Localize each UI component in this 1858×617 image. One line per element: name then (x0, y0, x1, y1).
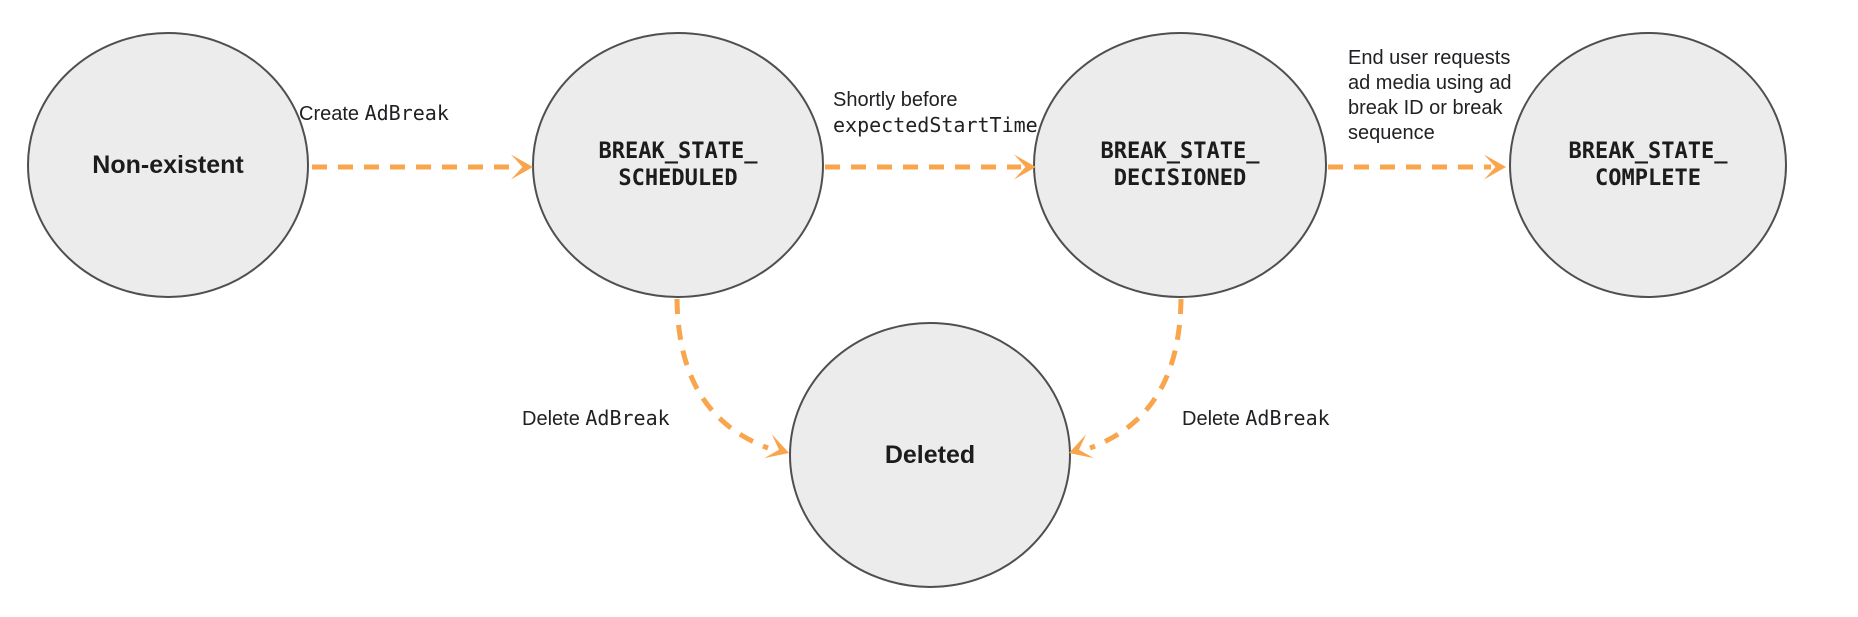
state-label-break-state-decisioned: BREAK_STATE_ DECISIONED (1100, 139, 1260, 191)
edge-label-text: Shortly before (833, 89, 958, 111)
arrowhead-icon (511, 154, 533, 180)
edge-label-text: Delete (522, 408, 586, 430)
state-circle-break-state-scheduled (532, 32, 824, 298)
edge-label-text: AdBreak (1245, 406, 1330, 430)
edge-delete-adbreak-from-decisioned (1089, 298, 1184, 451)
edge-label-text: AdBreak (585, 406, 670, 430)
edge-label-text: AdBreak (364, 101, 449, 125)
state-label-break-state-scheduled: BREAK_STATE_ SCHEDULED (598, 139, 758, 191)
state-label-break-state-complete: BREAK_STATE_ COMPLETE (1568, 139, 1728, 191)
state-label-non-existent: Non-existent (92, 151, 244, 179)
edge-label-text: expectedStartTime (833, 113, 1038, 137)
edge-label-line: break ID or break (1348, 96, 1511, 121)
arrowhead-icon (1014, 154, 1036, 180)
arrowhead-icon (1069, 434, 1094, 459)
edge-label-delete-adbreak-from-decisioned: Delete AdBreak (1182, 406, 1330, 432)
arrowhead-icon (1484, 154, 1506, 180)
edge-label-create-adbreak: Create AdBreak (299, 101, 449, 127)
edge-label-text: Delete (1182, 408, 1246, 430)
state-label-deleted: Deleted (884, 441, 976, 469)
edge-label-line: ad media using ad (1348, 71, 1511, 96)
edge-label-text: Create (299, 103, 365, 125)
edge-label-line: sequence (1348, 121, 1511, 146)
edge-label-line: Delete AdBreak (522, 406, 670, 432)
edge-label-line: expectedStartTime (833, 113, 1038, 139)
state-circle-non-existent (27, 32, 309, 298)
arrowhead-icon (764, 434, 789, 459)
edge-label-line: End user requests (1348, 46, 1511, 71)
edge-label-text: sequence (1348, 122, 1435, 144)
edge-label-text: End user requests (1348, 47, 1511, 69)
edge-label-line: Create AdBreak (299, 101, 449, 127)
edge-label-text: ad media using ad (1348, 72, 1512, 94)
edge-label-delete-adbreak-from-scheduled: Delete AdBreak (522, 406, 670, 432)
edge-delete-adbreak-from-scheduled (674, 298, 769, 451)
edge-label-line: Shortly before (833, 88, 1038, 113)
state-circle-break-state-complete (1509, 32, 1787, 298)
state-circle-break-state-decisioned (1033, 32, 1327, 298)
edge-label-text: break ID or break (1348, 97, 1503, 119)
state-circle-deleted (789, 322, 1071, 588)
edge-label-end-user-requests-ad-media: End user requests ad media using ad break … (1348, 46, 1511, 146)
edge-label-line: Delete AdBreak (1182, 406, 1330, 432)
